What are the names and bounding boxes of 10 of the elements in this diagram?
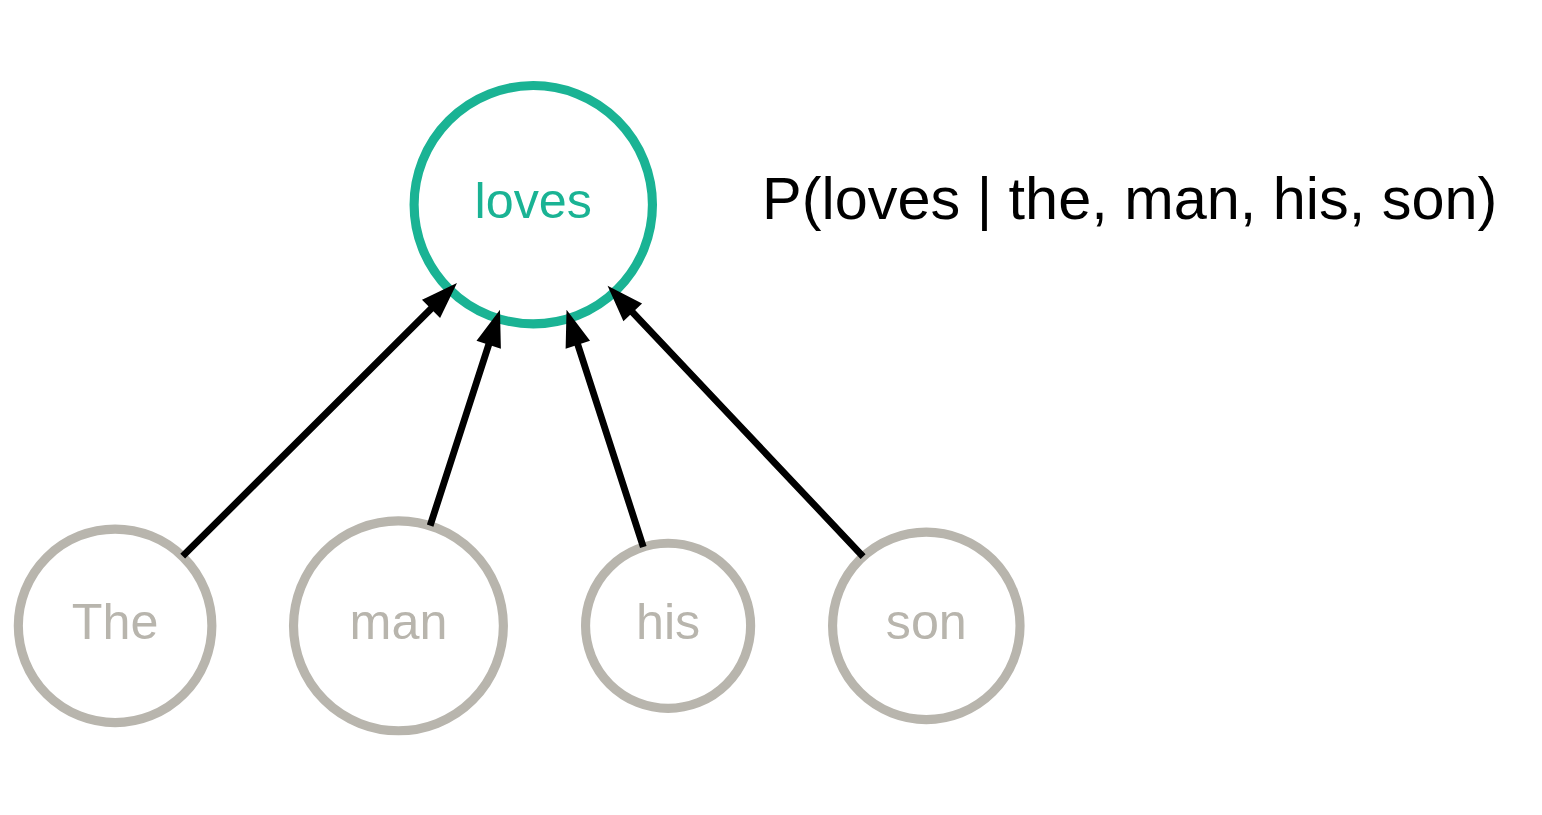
node-circle: son xyxy=(828,527,1025,724)
node-circle: his xyxy=(580,538,756,713)
node-circle: man xyxy=(288,515,508,735)
node-circle: The xyxy=(13,524,217,727)
arrow xyxy=(565,309,647,548)
arrow xyxy=(426,309,501,527)
label: P(loves | the, man, his, son) xyxy=(762,164,1498,232)
arrow xyxy=(607,285,866,559)
node-circle: loves xyxy=(409,80,657,328)
arrow xyxy=(180,282,457,559)
